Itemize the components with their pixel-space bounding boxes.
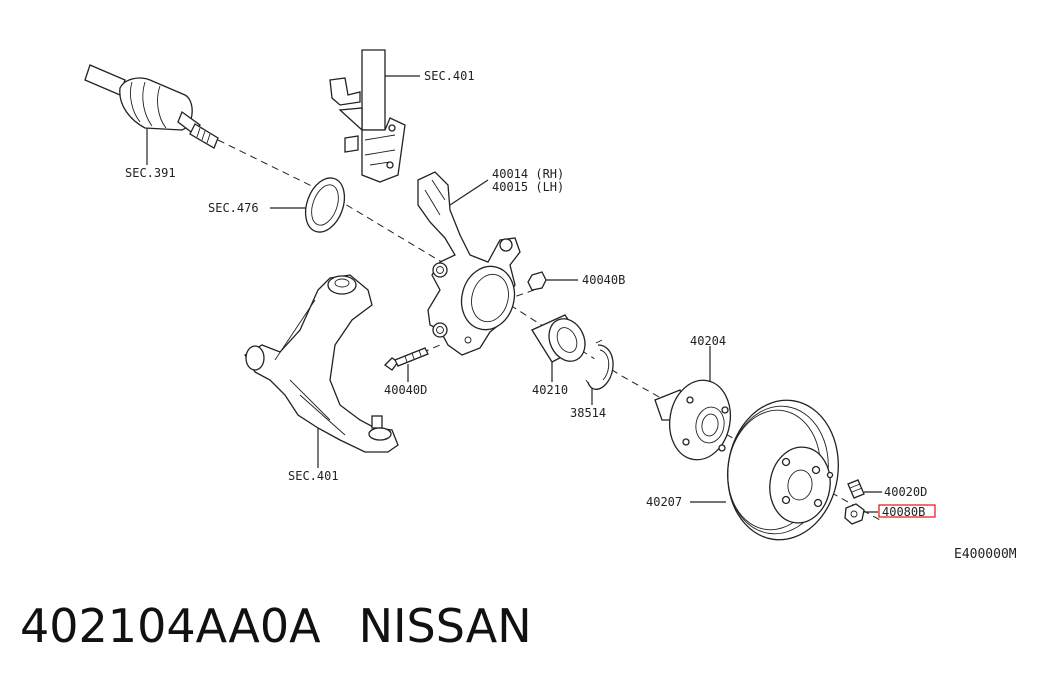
hub-stud xyxy=(847,479,865,499)
wheel-hub xyxy=(654,379,731,461)
transverse-link xyxy=(244,274,399,453)
brake-rotor xyxy=(727,399,839,541)
highlight-box xyxy=(878,504,936,518)
label-knuckle-lh: 40015 (LH) xyxy=(492,180,564,194)
strut-assembly xyxy=(329,49,406,183)
part-number: 402104AA0A xyxy=(20,599,321,653)
label-sec401-top: SEC.401 xyxy=(424,69,475,83)
label-sec391: SEC.391 xyxy=(125,166,176,180)
bolt-40040d xyxy=(383,347,429,371)
label-40040d: 40040D xyxy=(384,383,427,397)
label-40204: 40204 xyxy=(690,334,726,348)
part-caption: 402104AA0A NISSAN xyxy=(20,596,532,656)
brand-name: NISSAN xyxy=(358,599,532,653)
hub-nut xyxy=(844,503,865,525)
label-40080b: 40080B xyxy=(882,505,925,519)
wheel-bearing xyxy=(531,314,586,363)
label-38514: 38514 xyxy=(570,406,606,420)
label-40040b: 40040B xyxy=(582,273,625,287)
label-40020d: 40020D xyxy=(884,485,927,499)
steering-knuckle xyxy=(417,171,521,356)
bolt-40040b xyxy=(527,271,547,291)
label-sec401-bottom: SEC.401 xyxy=(288,469,339,483)
label-40210: 40210 xyxy=(532,383,568,397)
label-sec476: SEC.476 xyxy=(208,201,259,215)
drive-shaft xyxy=(84,64,219,149)
sensor-ring xyxy=(304,177,346,233)
label-40207: 40207 xyxy=(646,495,682,509)
leader-knuckle xyxy=(449,179,489,206)
snap-ring xyxy=(585,339,614,390)
label-knuckle-rh: 40014 (RH) xyxy=(492,167,564,181)
diagram-code: E400000M xyxy=(954,547,1017,562)
